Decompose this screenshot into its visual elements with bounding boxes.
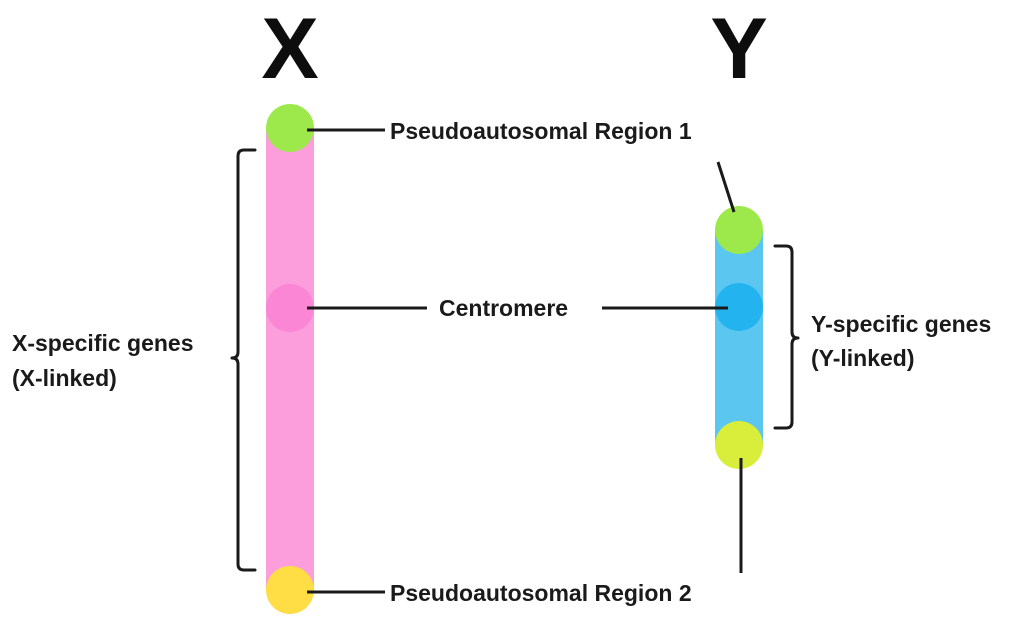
par1-leader-y bbox=[716, 161, 736, 213]
par1-label: Pseudoautosomal Region 1 bbox=[390, 118, 692, 144]
x-specific-label-line2: (X-linked) bbox=[12, 365, 117, 391]
y-par1-region bbox=[715, 206, 763, 254]
y-chromosome-body bbox=[715, 230, 763, 445]
x-chromosome-title: X bbox=[261, 1, 318, 97]
y-centromere bbox=[715, 283, 763, 331]
x-par2-region bbox=[266, 566, 314, 614]
x-specific-brace bbox=[230, 148, 257, 572]
x-centromere bbox=[266, 284, 314, 332]
y-specific-label-line1: Y-specific genes bbox=[811, 311, 991, 337]
x-specific-label-line1: X-specific genes bbox=[12, 330, 194, 356]
x-par1-region bbox=[266, 104, 314, 152]
x-chromosome bbox=[266, 104, 314, 614]
y-specific-label-line2: (Y-linked) bbox=[811, 345, 915, 371]
x-chromosome-body bbox=[266, 128, 314, 590]
par2-label: Pseudoautosomal Region 2 bbox=[390, 580, 692, 606]
y-chromosome-title: Y bbox=[710, 1, 767, 97]
y-par2-region bbox=[715, 421, 763, 469]
y-chromosome bbox=[715, 206, 763, 469]
y-specific-brace bbox=[773, 244, 800, 430]
centromere-label: Centromere bbox=[439, 295, 568, 321]
